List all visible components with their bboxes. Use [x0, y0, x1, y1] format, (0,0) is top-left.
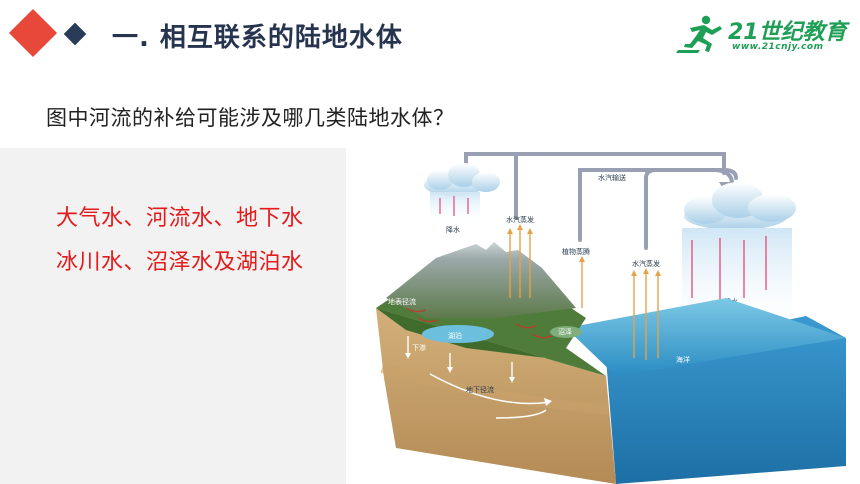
navy-diamond-icon	[63, 22, 87, 46]
label-lake: 湖泊	[448, 331, 462, 340]
logo: 21世纪教育 www.21cnjy.com	[676, 12, 852, 56]
water-cycle-diagram: 水汽输送 降水 降水	[346, 148, 860, 484]
page-title: 一. 相互联系的陆地水体	[112, 23, 403, 53]
logo-url-text: www.21cnjy.com	[732, 42, 824, 52]
right-cloud-icon	[684, 182, 796, 230]
label-evap-left: 水汽蒸发	[506, 215, 534, 224]
label-swamp: 沼泽	[558, 327, 572, 336]
label-surface-runoff: 地表径流	[388, 297, 416, 306]
runner-logo-icon	[676, 15, 722, 53]
label-vapor-transport: 水汽输送	[598, 173, 626, 182]
logo-text: 21世纪教育	[728, 20, 847, 45]
header: 一. 相互联系的陆地水体 21世纪教育 www.21cnjy.com	[0, 0, 860, 80]
label-precip-left: 降水	[446, 225, 460, 234]
label-ocean: 海洋	[676, 355, 690, 364]
answer-line-2: 冰川水、沼泽水及湖泊水	[56, 250, 304, 275]
question-text: 图中河流的补给可能涉及哪几类陆地水体？	[46, 106, 455, 130]
label-transpiration: 植物蒸腾	[562, 247, 590, 256]
answer-panel	[0, 148, 346, 484]
red-diamond-icon	[8, 8, 58, 58]
label-infiltration: 下渗	[412, 343, 426, 352]
answer-line-1: 大气水、河流水、地下水	[56, 206, 304, 231]
label-evap-right: 水汽蒸发	[632, 259, 660, 268]
label-groundwater-flow: 地下径流	[466, 385, 494, 394]
left-cloud-icon	[424, 163, 500, 196]
